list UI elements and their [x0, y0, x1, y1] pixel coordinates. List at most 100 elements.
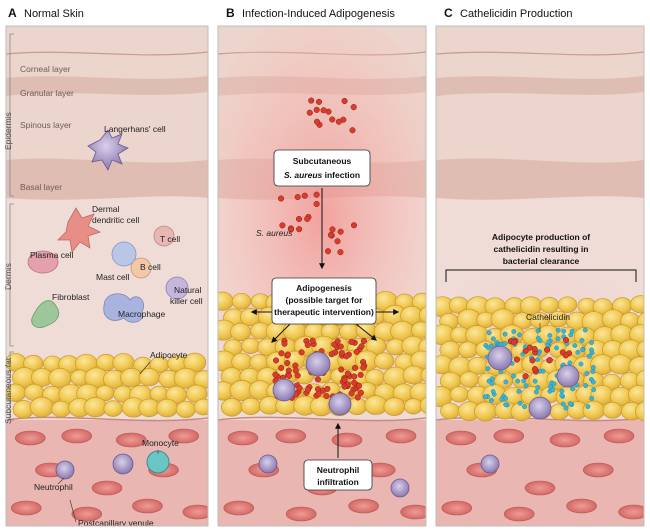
panel-borders [5, 25, 645, 527]
panel-c-epidermis [436, 26, 644, 200]
red-blood-cell [227, 430, 259, 446]
bacterium [315, 390, 322, 397]
adipocyte [230, 322, 252, 341]
panel-a-epidermis [6, 26, 208, 200]
bacterium [358, 343, 365, 350]
label-langerhans-cell: Langerhans' cell [104, 124, 166, 134]
bacterium [343, 353, 350, 360]
bacterium [348, 338, 355, 345]
cathelicidin-dot [482, 394, 488, 400]
red-blood-cell [223, 500, 255, 516]
red-blood-cell [331, 432, 363, 448]
cathelicidin-dot [578, 361, 584, 367]
cathelicidin-dot [585, 404, 591, 409]
bacterium [352, 364, 359, 371]
bacterium [546, 357, 553, 364]
adipocyte [403, 398, 423, 415]
panel-a-leader-lines [57, 361, 159, 523]
label-adipocyte: Adipocyte [150, 350, 188, 360]
cathelicidin-dot [534, 389, 539, 395]
infection-box-line2: S. aureus infection [284, 170, 360, 180]
cathelicidin-dot [490, 336, 496, 342]
adipocyte [459, 371, 479, 388]
cathelicidin-dot [517, 400, 523, 406]
cathelicidin-dot [555, 327, 561, 333]
bacterium [314, 376, 321, 383]
red-blood-cell [115, 432, 147, 448]
adipocyte [175, 400, 196, 418]
cathelicidin-dot [589, 347, 594, 353]
label-natural-killer-1: Natural [174, 285, 202, 295]
bacterium [360, 364, 367, 371]
panel-c-letter: C [444, 6, 453, 20]
bacterium [360, 337, 367, 344]
adipocyte [449, 386, 469, 403]
neutrophil [55, 460, 75, 480]
red-blood-cell [14, 430, 46, 446]
cathelicidin-dot [490, 389, 496, 394]
cathelicidin-dot [503, 402, 509, 408]
bacterium [341, 383, 348, 390]
cathelicidin-dot [535, 335, 541, 341]
cathelicidin-dot [580, 347, 586, 353]
panel-b-venule-wall [218, 416, 426, 422]
bacterium [337, 343, 344, 350]
cathelicidin-dot [522, 404, 527, 410]
bacterium [334, 338, 341, 345]
bacterium [278, 350, 285, 357]
red-blood-cell [503, 506, 535, 522]
bacterium [309, 337, 316, 344]
panel-c-callout-line1: Adipocyte production of [492, 232, 590, 242]
red-blood-cell [524, 480, 556, 496]
cathelicidin-dot [511, 329, 517, 334]
cathelicidin-dot [517, 332, 522, 338]
adipocyte [440, 402, 460, 420]
red-blood-cell [618, 504, 644, 520]
label-mast-cell: Mast cell [96, 272, 130, 282]
bacterium [351, 379, 358, 386]
adipocyte [602, 401, 623, 419]
panel-c-bracket [445, 269, 637, 282]
bacterium [526, 344, 533, 351]
cathelicidin-dot [568, 332, 574, 338]
red-blood-cell [400, 504, 426, 520]
bacterium [298, 349, 305, 356]
adipocyte [419, 306, 426, 324]
cathelicidin-dot [568, 401, 573, 406]
panel-c-neutrophil-4 [480, 454, 500, 474]
bacterium [338, 366, 345, 373]
cathelicidin-dot [554, 345, 559, 351]
red-blood-cell [549, 432, 581, 448]
panel-b-neutrophil-3 [328, 392, 352, 416]
bacterium [284, 359, 291, 367]
cathelicidin-dot [560, 401, 566, 407]
bacterium [324, 385, 331, 392]
macrophage [103, 293, 144, 323]
bacterium [334, 238, 341, 245]
bacterium [272, 371, 279, 378]
cathelicidin-dot [535, 328, 541, 334]
bacterium [313, 118, 321, 125]
infection-box-species: S. aureus [284, 170, 323, 180]
bacterium [313, 191, 320, 198]
cathelicidin-dot [559, 392, 565, 398]
monocyte [146, 450, 170, 474]
panel-c: Adipocyte production of cathelicidin res… [436, 26, 644, 526]
cathelicidin-dot [591, 387, 597, 393]
label-cathelicidin: Cathelicidin [526, 312, 570, 322]
adipocyte [419, 396, 426, 414]
bacterium [296, 385, 303, 392]
label-b-cell: B cell [140, 262, 161, 272]
panel-a-letter: A [8, 6, 17, 20]
adipocyte [83, 396, 108, 418]
red-blood-cell [275, 428, 307, 444]
bacterium [350, 104, 357, 111]
cathelicidin-dot [575, 349, 581, 355]
red-blood-cell [10, 500, 42, 516]
fibroblast [31, 300, 60, 328]
label-basal-layer: Basal layer [20, 182, 62, 192]
cathelicidin-dot [499, 396, 505, 402]
red-blood-cell [168, 428, 200, 444]
cathelicidin-dot [486, 330, 492, 336]
red-blood-cell [71, 506, 103, 522]
